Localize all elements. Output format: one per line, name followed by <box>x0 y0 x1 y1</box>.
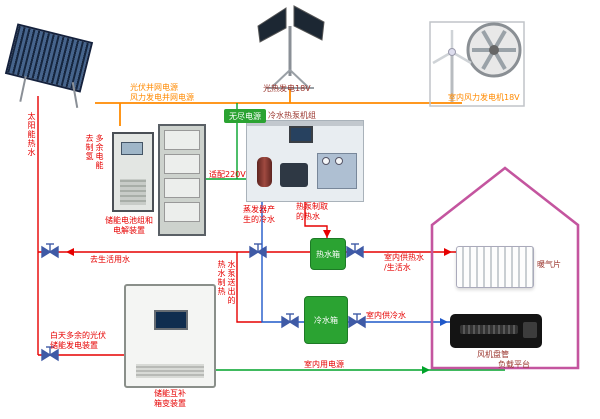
radiator <box>456 246 534 288</box>
label-pump-heating-supply: 水泵送出的 热水制热 <box>217 260 236 305</box>
solar-thermal-collector <box>2 23 100 108</box>
valve-icon <box>41 243 59 258</box>
pump-heating-supply-pipe <box>236 252 262 323</box>
storage-inverter-cabinet <box>124 284 216 388</box>
cabinet-grille <box>120 179 146 205</box>
inverter-screen <box>154 310 188 330</box>
bench-rail <box>247 121 363 126</box>
compressor-unit <box>280 163 308 187</box>
component-rack <box>158 124 206 236</box>
label-day-surplus-pv: 白天多余的光伏 储能发电装置 <box>50 331 106 350</box>
label-indoor-cold-water: 室内供冷水 <box>366 311 406 320</box>
flow-arrow-icon <box>440 318 448 326</box>
label-pv-grid-power: 光伏并网电源 风力发电并网电源 <box>130 83 194 102</box>
fan-coil-endcap <box>523 322 537 338</box>
rack-shelf <box>164 178 200 198</box>
rack-shelf <box>164 130 200 150</box>
power-supply-box: 无尽电源 <box>224 109 266 123</box>
label-solar-hot-water: 太阳能热水 <box>27 112 36 157</box>
rack-shelf <box>164 202 200 222</box>
battery-storage-cabinets <box>112 124 208 236</box>
cabinet-screen <box>121 142 143 155</box>
fan-hub <box>489 45 499 55</box>
rack-shelf <box>164 154 200 174</box>
label-heatpump-hot-water: 热泵制取 的热水 <box>296 202 328 221</box>
pressure-gauge-icon <box>335 157 343 165</box>
wind-turbine-rig <box>429 21 525 107</box>
label-surplus-to-hydrogen: 多余电能 去制氢 <box>85 134 104 170</box>
tracker-leg <box>271 69 291 88</box>
compressor-cylinder <box>257 157 272 187</box>
tracker-panel <box>293 5 325 41</box>
label-fan-coil: 风机盘管 <box>477 350 509 359</box>
turbine-hub <box>448 48 456 56</box>
bench-monitor <box>289 126 313 143</box>
valve-icon <box>348 313 366 328</box>
control-cabinet <box>112 132 154 212</box>
valve-icon <box>281 313 299 328</box>
flow-arrow-icon <box>444 248 452 256</box>
valve-icon <box>249 243 267 258</box>
vacuum-tube-panel <box>4 23 94 93</box>
inverter-vent <box>136 364 204 378</box>
label-load-platform: 负载平台 <box>498 360 530 369</box>
heat-pump-test-bench <box>246 120 364 202</box>
fan-coil-unit <box>450 314 542 348</box>
label-evaporator-cold-water: 蒸发器产 生的冷水 <box>243 205 275 224</box>
label-inverter-cabinet: 储能互补 箱变装置 <box>154 389 186 408</box>
flow-arrow-icon <box>323 230 331 238</box>
label-to-domestic-water: 去生活用水 <box>90 255 130 264</box>
label-heat-pump-unit: 冷水热泵机组 <box>268 111 316 120</box>
tracker-panel <box>257 7 287 43</box>
pressure-gauge-icon <box>322 157 330 165</box>
house-outline <box>430 166 580 370</box>
fan-coil-grille <box>460 325 518 334</box>
valve-icon <box>346 243 364 258</box>
solar-tracker <box>257 5 325 89</box>
flow-arrow-icon <box>66 248 74 256</box>
label-pv-generation: 光热发电18V <box>263 84 311 93</box>
label-indoor-power: 室内用电源 <box>304 360 344 369</box>
label-indoor-hot-water: 室内供热水 /生活水 <box>384 253 424 272</box>
rig-frame <box>429 21 525 107</box>
label-radiator: 暖气片 <box>537 260 561 269</box>
label-adapter-220v: 适配220V <box>209 170 246 179</box>
tracker-leg <box>289 69 309 88</box>
collector-leg <box>19 76 27 102</box>
label-wind-generator: 室内风力发电机18V <box>448 93 520 102</box>
label-battery-cabinet: 储能电池组和 电解装置 <box>105 216 153 235</box>
cold-water-tank: 冷水箱 <box>304 296 348 344</box>
flow-arrow-icon <box>422 366 430 374</box>
hot-water-tank: 热水箱 <box>310 238 346 270</box>
